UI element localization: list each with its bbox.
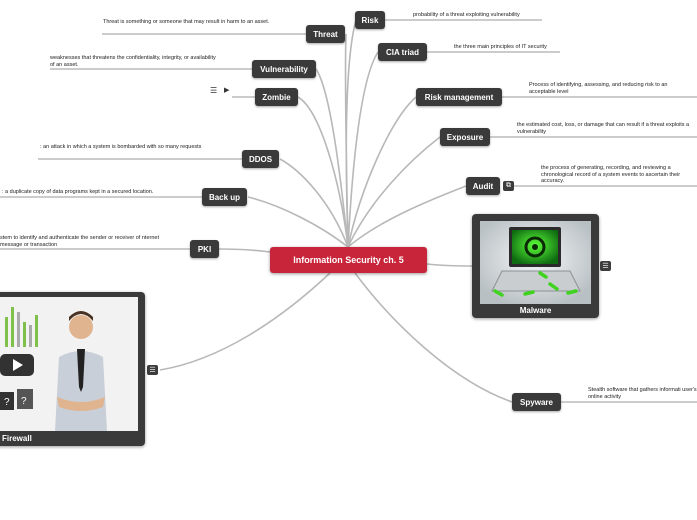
threat-description: Threat is something or someone that may … [103,19,270,25]
malware-image [480,221,591,304]
play-icon[interactable]: ▶ [224,87,230,94]
central-topic[interactable]: Information Security ch. 5 [270,247,427,273]
risk-management-description: Process of identifying, assessing, and r… [529,82,668,95]
svg-text:?: ? [4,397,10,408]
back-up-description: : a duplicate copy of data programs kept… [2,189,154,195]
topic-risk-management[interactable]: Risk management [416,88,502,106]
topic-zombie[interactable]: Zombie [255,88,298,106]
topic-audit[interactable]: Audit [466,177,500,195]
ddos-description: : an attack in which a system is bombard… [40,144,202,150]
topic-malware[interactable]: Malware [472,214,599,318]
topic-ddos[interactable]: DDOS [242,150,279,168]
topic-cia-triad[interactable]: CIA triad [378,43,427,61]
pki-description: stem to identify and authenticate the se… [0,235,159,248]
svg-text:?: ? [21,396,27,407]
topic-firewall[interactable]: ? ? Firewall [0,292,145,446]
vulnerability-description: weaknesses that threatens the confidenti… [50,55,216,68]
topic-back-up[interactable]: Back up [202,188,247,206]
topic-exposure[interactable]: Exposure [440,128,490,146]
malware-label: Malware [519,306,552,315]
cia-description: the three main principles of IT security [454,44,547,50]
note-icon[interactable]: ☰ [210,86,218,95]
topic-risk[interactable]: Risk [355,11,385,29]
note-icon[interactable]: ☰ [147,365,158,375]
spyware-description: Stealth software that gathers informati … [588,387,697,400]
risk-description: probability of a threat exploiting vulne… [413,12,520,18]
note-icon[interactable]: ☰ [600,261,611,271]
firewall-label: Firewall [2,434,32,443]
expand-icon[interactable]: ⧉ [503,181,514,191]
firewall-video-thumbnail: ? ? [0,297,138,431]
audit-description: the process of generating, recording, an… [541,165,681,184]
topic-spyware[interactable]: Spyware [512,393,561,411]
exposure-description: the estimated cost, loss, or damage that… [517,122,690,135]
topic-vulnerability[interactable]: Vulnerability [252,60,316,78]
topic-threat[interactable]: Threat [306,25,345,43]
topic-pki[interactable]: PKI [190,240,219,258]
